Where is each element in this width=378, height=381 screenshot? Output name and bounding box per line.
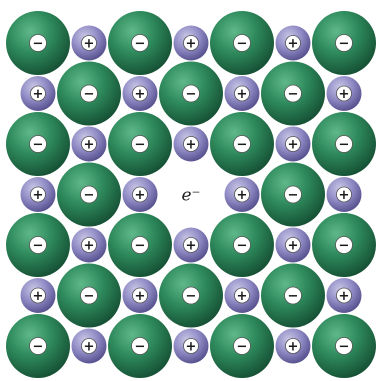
anion-sphere: − — [108, 213, 172, 277]
anion-charge-symbol: − — [237, 340, 248, 355]
cation-sphere: + — [174, 329, 209, 364]
anion-sphere: − — [108, 11, 172, 75]
cation-sphere: + — [327, 177, 362, 212]
cation-sphere: + — [123, 177, 158, 212]
anion-charge-symbol: − — [33, 37, 44, 52]
cation-charge-symbol: + — [339, 188, 350, 203]
anion-charge-symbol: − — [33, 340, 44, 355]
cation-charge-symbol: + — [84, 138, 95, 153]
anion-charge-symbol: − — [237, 138, 248, 153]
cation-sphere: + — [123, 76, 158, 111]
anion-sphere: − — [108, 314, 172, 378]
cation-charge-symbol: + — [237, 87, 248, 102]
anion-sphere: − — [57, 62, 121, 126]
anion-sphere: − — [312, 112, 376, 176]
anion-charge-symbol: − — [288, 87, 299, 102]
cation-sphere: + — [327, 76, 362, 111]
cation-sphere: + — [174, 26, 209, 61]
cation-charge-symbol: + — [186, 239, 197, 254]
anion-charge-symbol: − — [84, 87, 95, 102]
anion-sphere: − — [312, 213, 376, 277]
cation-charge-symbol: + — [288, 37, 299, 52]
cation-charge-symbol: + — [288, 239, 299, 254]
anion-charge-symbol: − — [339, 239, 350, 254]
anion-charge-symbol: − — [135, 37, 146, 52]
cation-charge-symbol: + — [288, 340, 299, 355]
anion-sphere: − — [210, 112, 274, 176]
cation-charge-symbol: + — [84, 340, 95, 355]
cation-sphere: + — [72, 26, 107, 61]
cation-charge-symbol: + — [84, 239, 95, 254]
anion-sphere: − — [210, 314, 274, 378]
cation-charge-symbol: + — [288, 138, 299, 153]
cation-sphere: + — [21, 177, 56, 212]
anion-sphere: − — [6, 213, 70, 277]
anion-charge-symbol: − — [288, 188, 299, 203]
anion-sphere: − — [57, 163, 121, 227]
cation-sphere: + — [174, 228, 209, 263]
cation-sphere: + — [123, 278, 158, 313]
anion-charge-symbol: − — [186, 87, 197, 102]
cation-sphere: + — [225, 76, 260, 111]
anion-charge-symbol: − — [237, 37, 248, 52]
cation-charge-symbol: + — [33, 289, 44, 304]
cation-sphere: + — [21, 278, 56, 313]
cation-sphere: + — [174, 127, 209, 162]
anion-sphere: − — [261, 163, 325, 227]
cation-charge-symbol: + — [135, 188, 146, 203]
cation-charge-symbol: + — [135, 87, 146, 102]
anion-sphere: − — [261, 62, 325, 126]
anion-sphere: − — [57, 264, 121, 328]
cation-charge-symbol: + — [135, 289, 146, 304]
anion-sphere: − — [159, 264, 223, 328]
anion-charge-symbol: − — [288, 289, 299, 304]
anion-charge-symbol: − — [33, 239, 44, 254]
cation-sphere: + — [276, 329, 311, 364]
anion-sphere: − — [108, 112, 172, 176]
cation-sphere: + — [72, 127, 107, 162]
anion-sphere: − — [6, 112, 70, 176]
cation-sphere: + — [225, 278, 260, 313]
cation-sphere: + — [327, 278, 362, 313]
cation-charge-symbol: + — [186, 340, 197, 355]
anion-charge-symbol: − — [33, 138, 44, 153]
cation-sphere: + — [21, 76, 56, 111]
anion-sphere: − — [210, 11, 274, 75]
anion-charge-symbol: − — [237, 239, 248, 254]
cation-sphere: + — [276, 127, 311, 162]
cation-charge-symbol: + — [237, 188, 248, 203]
cation-charge-symbol: + — [186, 138, 197, 153]
anion-charge-symbol: − — [135, 340, 146, 355]
anion-sphere: − — [6, 11, 70, 75]
cation-sphere: + — [225, 177, 260, 212]
cation-charge-symbol: + — [33, 188, 44, 203]
cation-charge-symbol: + — [84, 37, 95, 52]
electron-label: e⁻ — [181, 186, 200, 206]
cation-sphere: + — [72, 228, 107, 263]
anion-charge-symbol: − — [339, 138, 350, 153]
anion-charge-symbol: − — [186, 289, 197, 304]
cation-charge-symbol: + — [339, 87, 350, 102]
anion-sphere: − — [261, 264, 325, 328]
cation-charge-symbol: + — [339, 289, 350, 304]
anion-sphere: − — [159, 62, 223, 126]
cation-charge-symbol: + — [237, 289, 248, 304]
cation-sphere: + — [276, 228, 311, 263]
ion-grid: − + − + − + − + − + − + − + − + − + − + − + − + e⁻ + − + − + − + − + − + − + −… — [6, 11, 376, 378]
anion-sphere: − — [312, 314, 376, 378]
anion-charge-symbol: − — [135, 239, 146, 254]
anion-sphere: − — [6, 314, 70, 378]
anion-charge-symbol: − — [135, 138, 146, 153]
cation-sphere: + — [72, 329, 107, 364]
cation-charge-symbol: + — [186, 37, 197, 52]
anion-charge-symbol: − — [84, 188, 95, 203]
anion-charge-symbol: − — [339, 340, 350, 355]
cation-sphere: + — [276, 26, 311, 61]
cation-charge-symbol: + — [33, 87, 44, 102]
anion-sphere: − — [210, 213, 274, 277]
anion-sphere: − — [312, 11, 376, 75]
anion-charge-symbol: − — [339, 37, 350, 52]
anion-charge-symbol: − — [84, 289, 95, 304]
